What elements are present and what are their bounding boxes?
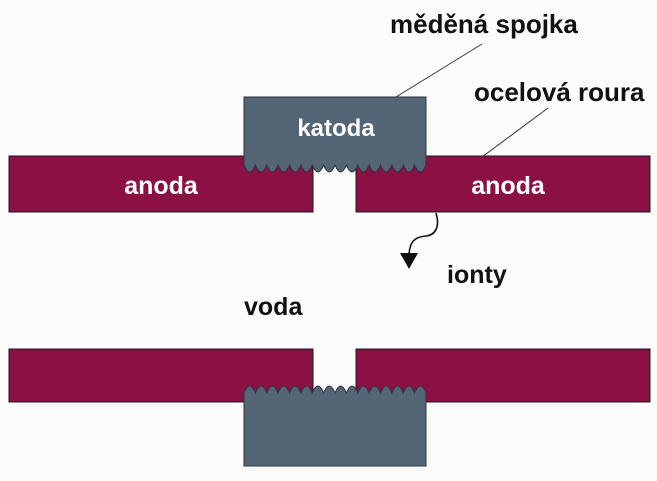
- label-pipe: ocelová roura: [474, 77, 645, 107]
- ion-arrow-curve: [408, 212, 439, 255]
- label-ions: ionty: [447, 261, 507, 289]
- label-anode-left: anoda: [124, 172, 199, 200]
- ion-arrow-head: [400, 253, 418, 269]
- cathode-bottom: [243, 385, 427, 467]
- leader-line-coupling: [395, 43, 483, 98]
- leader-line-pipe: [481, 107, 549, 158]
- label-coupling: měděná spojka: [390, 9, 578, 39]
- label-cathode: katoda: [297, 115, 375, 142]
- label-water: voda: [244, 293, 303, 321]
- label-anode-right: anoda: [471, 172, 546, 200]
- cathode-top: [243, 96, 427, 173]
